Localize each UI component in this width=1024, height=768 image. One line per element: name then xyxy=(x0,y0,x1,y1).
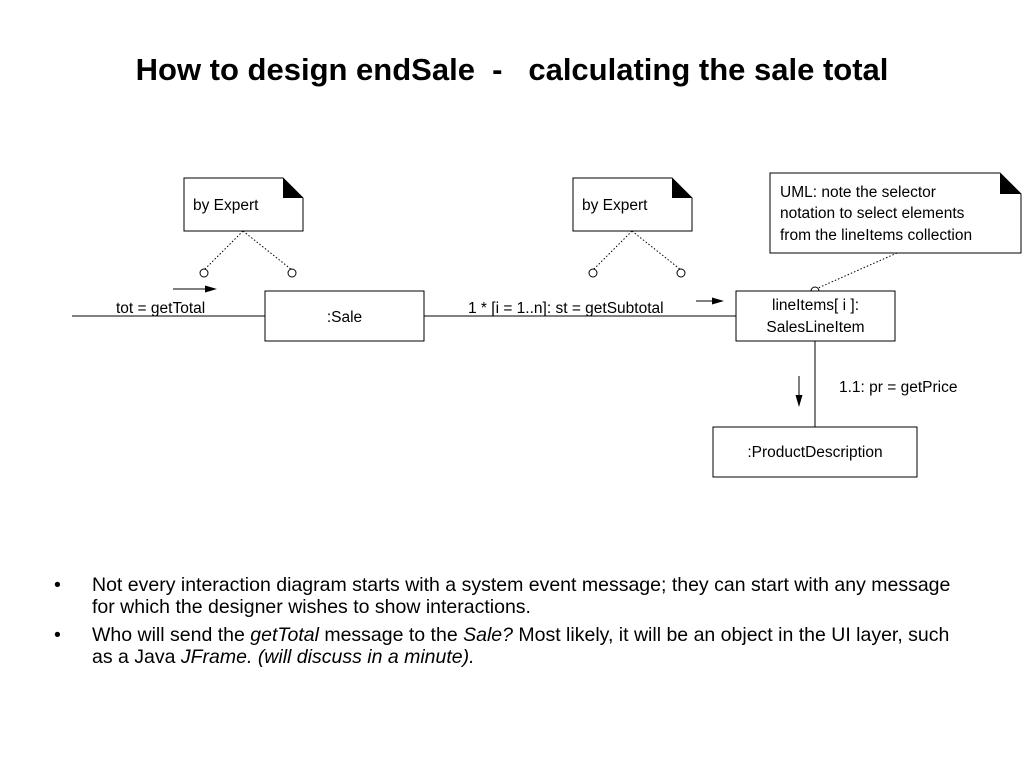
bullet-text-italic: getTotal xyxy=(250,624,319,646)
object-sale: :Sale xyxy=(264,290,425,342)
note-connector-dotted xyxy=(592,230,682,271)
object-sales-line-item: lineItems[ i ]: SalesLineItem xyxy=(735,290,896,342)
note-anchor-circle xyxy=(676,268,686,278)
collaboration-diagram: by Expert by Expert UML: note the select… xyxy=(72,172,1022,478)
slide-title: How to design endSale - calculating the … xyxy=(135,52,889,87)
note-uml-line-3: from the lineItems collection xyxy=(780,227,972,244)
arrow-right-icon xyxy=(696,297,724,305)
message-get-total: tot = getTotal xyxy=(116,300,205,317)
bullet-text: Not every interaction diagram starts wit… xyxy=(92,574,951,618)
bullet-marker: • xyxy=(54,574,61,596)
note-uml-line-2: notation to select elements xyxy=(780,205,965,222)
arrow-down-icon xyxy=(795,376,803,407)
bullet-list: • Not every interaction diagram starts wi… xyxy=(52,574,972,674)
bullet-text: message to the xyxy=(318,624,464,646)
bullet-text: Most likely, it will be an object in the… xyxy=(92,624,950,668)
bullet-text-italic: Sale? xyxy=(463,624,513,646)
bullet-marker: • xyxy=(54,624,61,646)
note-uml-line-1: UML: note the selector xyxy=(780,184,936,201)
note-connector-dotted xyxy=(203,230,293,271)
note-connector-dotted xyxy=(817,252,898,289)
note-uml-selector: UML: note the selector notation to selec… xyxy=(769,172,1022,254)
note-anchor-circle xyxy=(199,268,209,278)
bullet-text-italic: JFrame. (will discuss in a minute). xyxy=(180,646,475,668)
note-anchor-circle xyxy=(287,268,297,278)
arrow-right-icon xyxy=(173,285,217,293)
note-anchor-circle xyxy=(588,268,598,278)
object-product-description-label: :ProductDescription xyxy=(747,444,882,461)
message-get-subtotal: 1 * [i = 1..n]: st = getSubtotal xyxy=(468,300,664,317)
object-sale-label: :Sale xyxy=(327,309,362,326)
bullet-item: • Not every interaction diagram starts wi… xyxy=(52,574,972,618)
bullet-item: • Who will send the getTotal message to t… xyxy=(52,624,972,668)
note-by-expert-lineitem: by Expert xyxy=(572,177,693,232)
note-by-expert-lineitem-text: by Expert xyxy=(582,197,648,214)
object-sales-line-item-label-2: SalesLineItem xyxy=(766,319,864,336)
note-by-expert-sale-text: by Expert xyxy=(193,197,259,214)
bullet-text: Who will send the xyxy=(92,624,251,646)
note-by-expert-sale: by Expert xyxy=(183,177,304,232)
object-product-description: :ProductDescription xyxy=(712,426,918,478)
object-sales-line-item-label-1: lineItems[ i ]: xyxy=(772,297,859,314)
message-get-price: 1.1: pr = getPrice xyxy=(839,379,957,396)
